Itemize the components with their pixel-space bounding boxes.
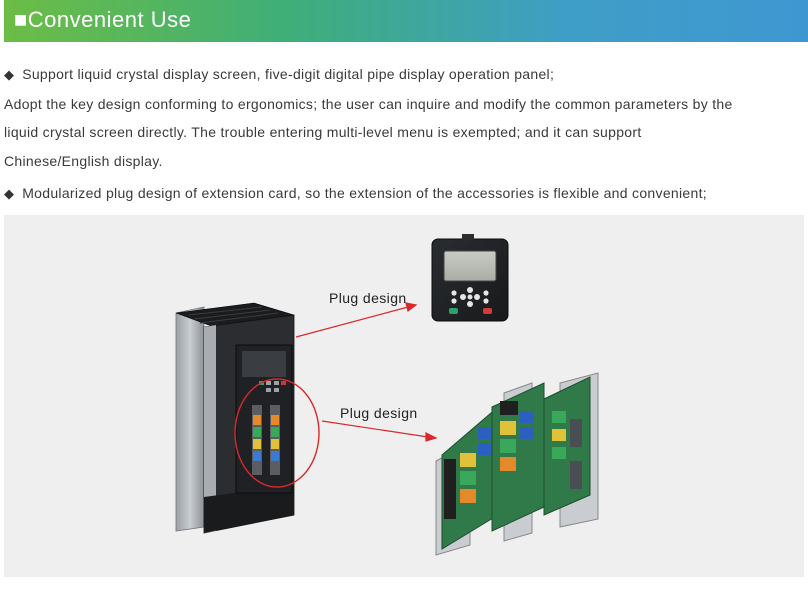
section-header-bar: ■Convenient Use: [4, 0, 808, 42]
callout-label-keypad: Plug design: [329, 290, 407, 306]
inverter-drive-unit: [175, 302, 320, 534]
diamond-bullet-icon: ◆: [4, 67, 15, 82]
product-figure: Plug design Plug design: [4, 215, 804, 577]
paragraph-1-text: Support liquid crystal display screen, f…: [22, 66, 555, 82]
extension-cards: [435, 372, 599, 556]
paragraph-2-line-1: ◆ Modularized plug design of extension c…: [4, 179, 808, 209]
paragraph-1-line-2: Adopt the key design conforming to ergon…: [4, 95, 733, 112]
section-title: ■Convenient Use: [14, 7, 191, 33]
callout-arrows: [295, 302, 438, 442]
title-text: Convenient Use: [27, 7, 192, 32]
detached-keypad-panel: [431, 234, 509, 322]
paragraph-2-text: Modularized plug design of extension car…: [22, 185, 707, 201]
highlight-circle: [234, 378, 320, 488]
diamond-bullet-icon: ◆: [4, 186, 15, 201]
paragraph-1-line-1: ◆ Support liquid crystal display screen,…: [4, 60, 808, 90]
description-text: ◆ Support liquid crystal display screen,…: [4, 60, 808, 209]
callout-label-extension-card: Plug design: [340, 405, 418, 421]
paragraph-1-line-3: liquid crystal screen directly. The trou…: [4, 124, 642, 140]
title-square-bullet: ■: [14, 7, 28, 32]
product-illustration: [175, 234, 599, 556]
paragraph-1-line-4: Chinese/English display.: [4, 152, 163, 169]
